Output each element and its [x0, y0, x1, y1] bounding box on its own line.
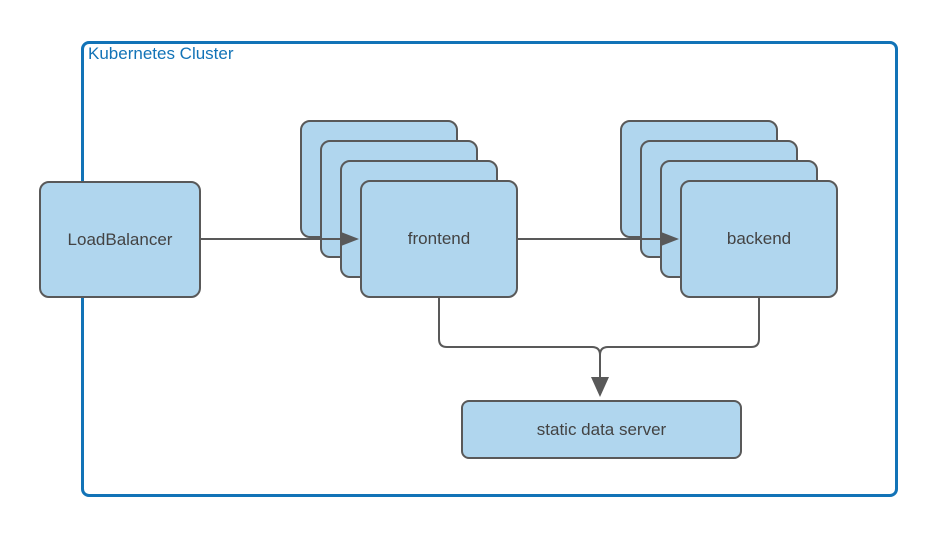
node-backend: backend [680, 180, 838, 298]
node-static-data-server: static data server [461, 400, 742, 459]
kubernetes-cluster-label: Kubernetes Cluster [88, 44, 234, 63]
node-frontend: frontend [360, 180, 518, 298]
node-load-balancer: LoadBalancer [39, 181, 201, 298]
